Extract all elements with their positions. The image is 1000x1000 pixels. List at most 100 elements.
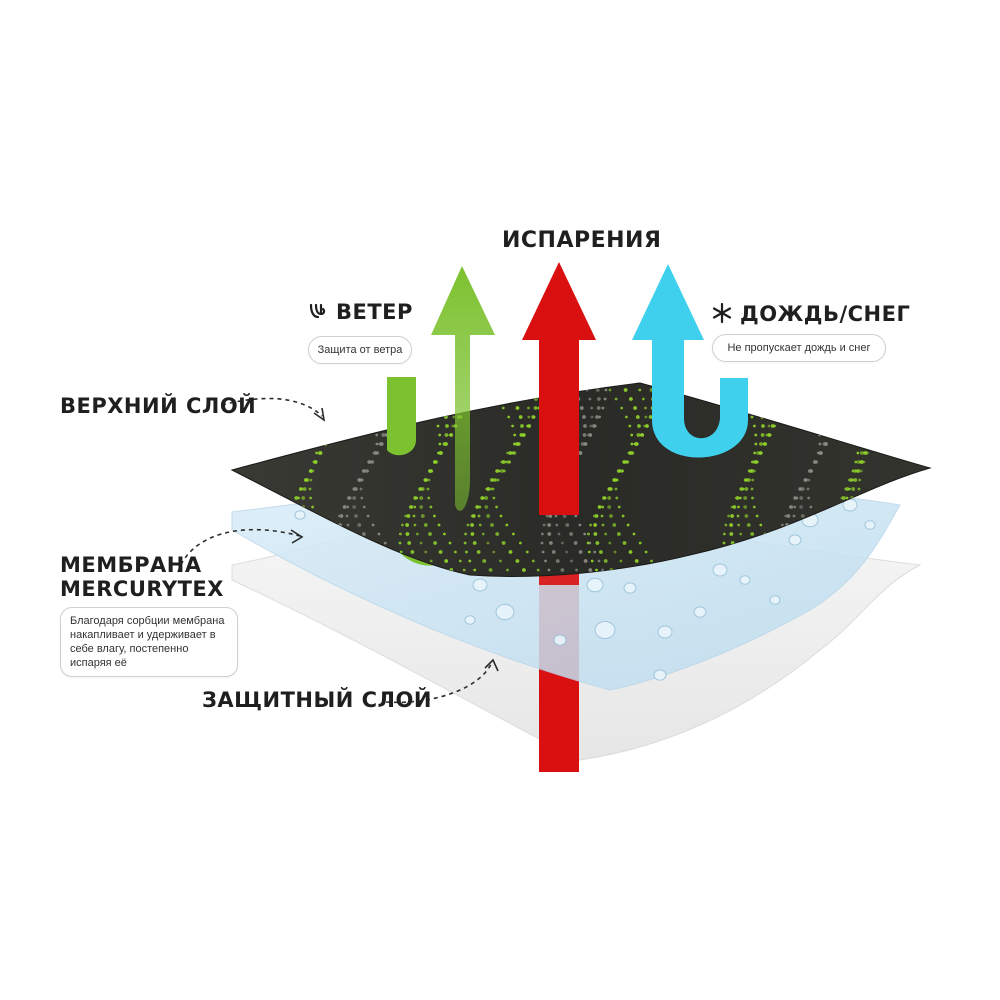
fabric-dot: [644, 550, 648, 554]
fabric-dot: [859, 451, 864, 455]
fabric-dot: [427, 478, 431, 482]
fabric-dot: [767, 424, 771, 428]
fabric-dot: [495, 469, 499, 473]
fabric-dot: [880, 415, 884, 419]
fabric-dot: [634, 559, 639, 563]
membrane-label-line1: МЕМБРАНА: [60, 553, 202, 577]
fabric-dot: [617, 532, 621, 536]
fabric-dot: [367, 460, 371, 464]
fabric-dot: [784, 514, 788, 518]
fabric-dot: [415, 496, 419, 500]
fabric-dot: [560, 568, 565, 572]
fabric-dot: [488, 568, 493, 572]
fabric-dot: [481, 532, 485, 536]
fabric-dot: [831, 424, 835, 428]
fabric-dot: [803, 478, 808, 482]
fabric-dot: [597, 505, 602, 509]
fabric-dot: [330, 415, 334, 419]
water-droplet: [657, 625, 673, 639]
fabric-dot: [520, 433, 523, 437]
fabric-dot: [583, 532, 587, 536]
fabric-dot: [378, 442, 382, 446]
fabric-dot: [547, 532, 552, 536]
fabric-dot: [858, 397, 863, 401]
fabric-dot: [595, 388, 600, 392]
fabric-dot: [302, 487, 307, 491]
fabric-dot: [804, 397, 807, 401]
fabric-dot: [352, 505, 357, 509]
fabric-dot: [584, 442, 587, 446]
fabric-dot: [303, 397, 307, 401]
fabric-dot: [366, 514, 370, 518]
fabric-dot: [871, 415, 875, 419]
fabric-dot: [491, 487, 495, 491]
fabric-dot: [409, 505, 414, 509]
water-droplet: [464, 615, 476, 625]
fabric-dot: [816, 424, 820, 428]
fabric-dot: [500, 460, 504, 464]
fabric-dot: [588, 568, 593, 572]
rain-arrow: [632, 264, 748, 458]
fabric-dot: [428, 532, 432, 536]
fabric-dot: [589, 424, 593, 428]
fabric-dot: [773, 424, 776, 428]
fabric-dot: [737, 523, 741, 527]
fabric-dot: [335, 415, 339, 419]
fabric-dot: [638, 388, 642, 392]
fabric-dot: [766, 397, 770, 401]
fabric-dot: [357, 523, 362, 527]
fabric-dot: [609, 514, 613, 518]
fabric-dot: [644, 406, 647, 410]
fabric-dot: [531, 559, 535, 563]
fabric-dot: [817, 397, 822, 401]
fabric-dot: [601, 505, 605, 509]
water-droplet: [594, 621, 616, 639]
fabric-dot: [565, 550, 568, 554]
fabric-dot: [833, 424, 838, 428]
fabric-dot: [520, 388, 524, 392]
fabric-dot: [845, 397, 849, 401]
fabric-dot: [360, 478, 364, 482]
fabric-dot: [504, 388, 509, 392]
fabric-dot: [419, 505, 424, 509]
fabric-dot: [368, 388, 373, 392]
fabric-dot: [825, 424, 829, 428]
fabric-dot: [746, 523, 751, 527]
fabric-dot: [604, 532, 608, 536]
fabric-dot: [495, 505, 498, 509]
fabric-dot: [862, 460, 866, 464]
fabric-dot: [573, 541, 578, 545]
fabric-dot: [883, 406, 886, 410]
fabric-dot: [506, 460, 511, 464]
fabric-dot: [593, 523, 597, 527]
fabric-dot: [829, 433, 833, 437]
fabric-dot: [527, 406, 530, 410]
fabric-dot: [579, 406, 584, 410]
fabric-dot: [582, 415, 586, 419]
fabric-dot: [501, 406, 505, 410]
fabric-dot: [330, 406, 333, 410]
fabric-dot: [799, 505, 804, 509]
fabric-dot: [375, 442, 379, 446]
fabric-dot: [521, 433, 526, 437]
fabric-dot: [608, 388, 612, 392]
fabric-dot: [629, 397, 633, 401]
fabric-dot: [750, 532, 755, 536]
fabric-dot: [593, 424, 597, 428]
fabric-dot: [856, 424, 859, 428]
fabric-dot: [344, 388, 348, 392]
top-layer-connector-arrowhead: [313, 407, 326, 422]
fabric-dot: [505, 523, 509, 527]
fabric-dot: [578, 550, 583, 554]
fabric-dot: [499, 559, 502, 563]
fabric-dot: [354, 487, 358, 491]
fabric-dot: [622, 541, 627, 545]
fabric-dot: [473, 568, 477, 572]
fabric-dot: [764, 388, 767, 392]
fabric-dot: [337, 397, 341, 401]
fabric-dot: [561, 541, 564, 545]
fabric-dot: [438, 550, 443, 554]
water-droplet: [864, 520, 876, 530]
fabric-dot: [818, 442, 822, 446]
fabric-dot: [809, 505, 813, 509]
